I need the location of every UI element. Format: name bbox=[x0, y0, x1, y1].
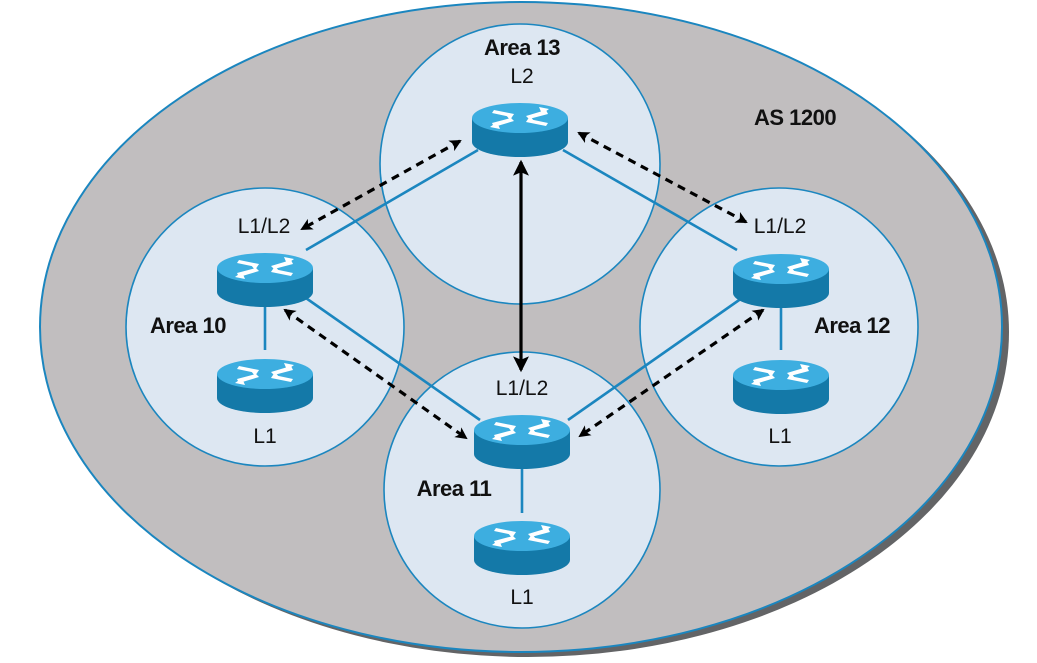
router-r13-level: L2 bbox=[510, 65, 533, 88]
area-12-label: Area 12 bbox=[814, 313, 890, 338]
router-r13[interactable] bbox=[472, 103, 568, 157]
router-r12a-level: L1/L2 bbox=[754, 215, 807, 238]
router-r10a-level: L1/L2 bbox=[238, 215, 291, 238]
router-icon bbox=[733, 360, 829, 414]
adjacency-arrows bbox=[283, 131, 765, 440]
adjacency-r13-r10a bbox=[300, 139, 462, 231]
router-r11a[interactable] bbox=[474, 415, 570, 469]
router-r10b[interactable] bbox=[217, 359, 313, 413]
router-r11b-level: L1 bbox=[510, 586, 533, 609]
router-r12a[interactable] bbox=[733, 254, 829, 308]
router-r12b-level: L1 bbox=[768, 425, 791, 448]
adjacency-r12a-r11a bbox=[578, 308, 765, 438]
router-icon bbox=[217, 359, 313, 413]
as-label: AS 1200 bbox=[754, 105, 836, 130]
router-icon bbox=[733, 254, 829, 308]
router-r11b[interactable] bbox=[474, 521, 570, 575]
router-r11a-level: L1/L2 bbox=[496, 377, 549, 400]
area-13-label: Area 13 bbox=[484, 35, 560, 60]
router-icon bbox=[217, 253, 313, 307]
router-icon bbox=[474, 521, 570, 575]
router-r12b[interactable] bbox=[733, 360, 829, 414]
adjacency-r13-r12a bbox=[577, 131, 748, 224]
router-icon bbox=[472, 103, 568, 157]
area-10-label: Area 10 bbox=[150, 313, 226, 338]
router-r10a[interactable] bbox=[217, 253, 313, 307]
router-icon bbox=[474, 415, 570, 469]
adjacency-r10a-r11a bbox=[283, 308, 468, 440]
router-r10b-level: L1 bbox=[253, 425, 276, 448]
area-11-label: Area 11 bbox=[417, 476, 492, 501]
